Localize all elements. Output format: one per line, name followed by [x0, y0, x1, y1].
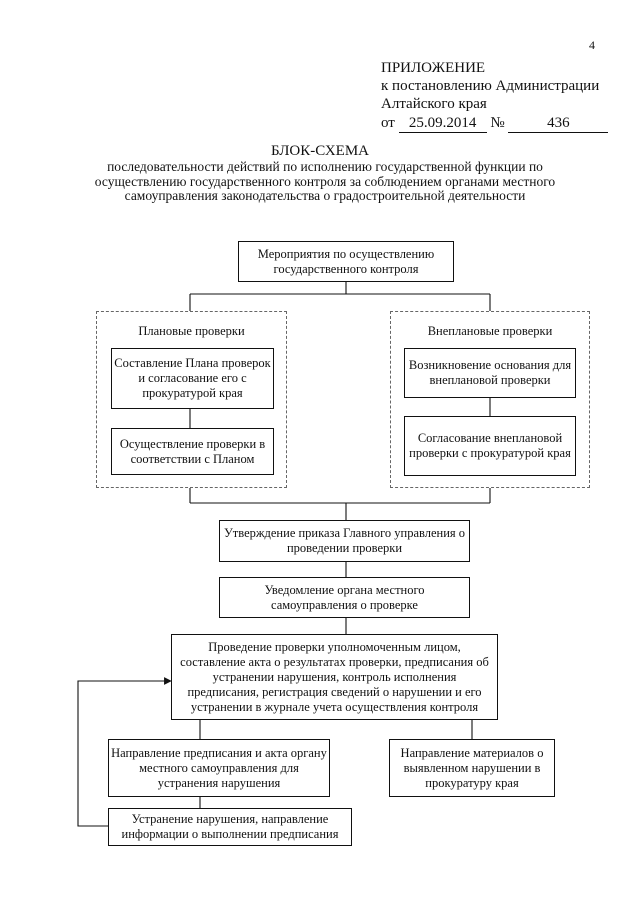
document-date: 25.09.2014 [398, 115, 487, 133]
node-send-order: Направление предписания и акта органу ме… [108, 739, 330, 797]
unplanned-group-label: Внеплановые проверки [427, 324, 553, 338]
node-inspection: Проведение проверки уполномоченным лицом… [171, 634, 498, 720]
node-unplanned-2: Согласование внеплановой проверки с прок… [404, 416, 576, 476]
page-number: 4 [589, 38, 595, 52]
node-unplanned-1: Возникновение основания для внеплановой … [404, 348, 576, 398]
planned-group-frame [96, 311, 287, 488]
appendix-date-line: от 25.09.2014 № 436 [381, 115, 609, 133]
from-label: от [381, 115, 395, 131]
document-number: 436 [508, 115, 609, 133]
node-planned-1: Составление Плана проверок и согласовани… [111, 348, 274, 409]
appendix-heading: ПРИЛОЖЕНИЕ [381, 60, 486, 76]
planned-group-label: Плановые проверки [138, 324, 245, 338]
unplanned-group-frame [390, 311, 590, 488]
diagram-title: БЛОК-СХЕМА [270, 143, 370, 159]
number-label: № [490, 115, 505, 131]
node-order: Утверждение приказа Главного управления … [219, 520, 470, 562]
node-send-prosecutor: Направление материалов о выявленном нару… [389, 739, 555, 797]
node-eliminate: Устранение нарушения, направление информ… [108, 808, 352, 846]
node-planned-2: Осуществление проверки в соответствии с … [111, 428, 274, 475]
appendix-line-1: к постановлению Администрации [381, 78, 600, 94]
appendix-line-2: Алтайского края [381, 96, 487, 112]
node-notify: Уведомление органа местного самоуправлен… [219, 577, 470, 618]
feedback-arrow [77, 677, 172, 827]
node-top: Мероприятия по осуществлению государстве… [238, 241, 454, 282]
diagram-subtitle: последовательности действий по исполнени… [94, 159, 556, 203]
